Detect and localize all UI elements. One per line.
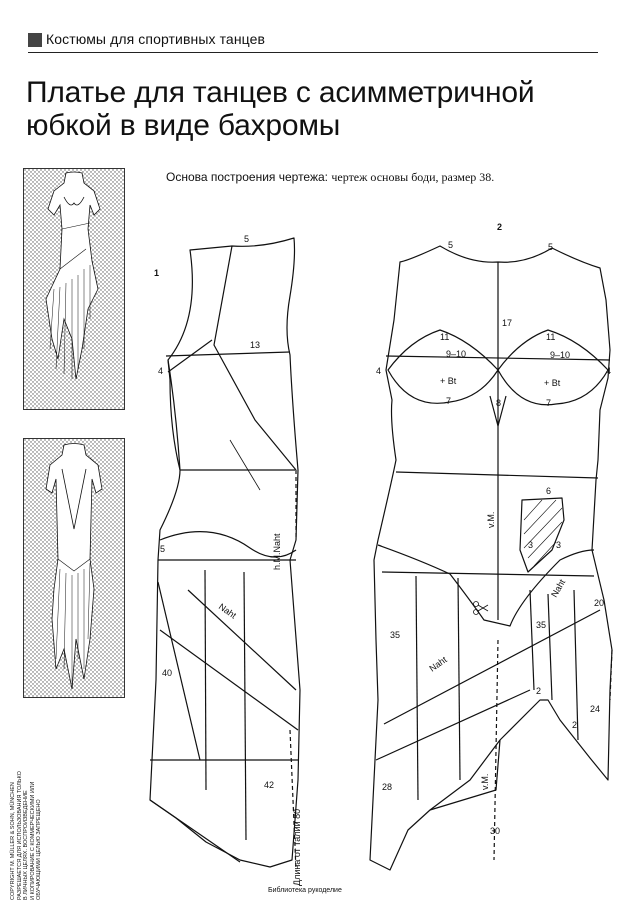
dress-illustration-1 bbox=[23, 168, 125, 410]
d2-label-vm-1: v.M. bbox=[486, 512, 496, 528]
d2-label-bt-left: + Bt bbox=[440, 376, 457, 386]
d2-label-8: 8 bbox=[496, 398, 501, 408]
scissors-icon bbox=[473, 601, 489, 615]
d2-label-28: 28 bbox=[382, 782, 392, 792]
title-line-2: юбкой в виде бахромы bbox=[26, 109, 341, 142]
d1-label-hip-5: 5 bbox=[160, 544, 165, 554]
d2-label-3b: 3 bbox=[556, 540, 561, 550]
d2-label-6: 6 bbox=[546, 486, 551, 496]
drawing1-number: 1 bbox=[154, 268, 159, 278]
d2-label-7-right: 7 bbox=[546, 398, 551, 408]
d1-label-13: 13 bbox=[250, 340, 260, 350]
d2-label-vm-2: v.M. bbox=[480, 774, 490, 790]
d2-label-24: 24 bbox=[590, 704, 600, 714]
header-square-icon bbox=[28, 33, 42, 47]
footer-text: Библиотека рукоделие bbox=[268, 887, 342, 894]
d2-label-naht-2: Naht bbox=[427, 654, 449, 673]
subtitle-label: Основа построения чертежа: bbox=[166, 170, 329, 184]
drawing2-number: 2 bbox=[497, 222, 502, 232]
d2-label-4-left: 4 bbox=[376, 366, 381, 376]
d2-label-17: 17 bbox=[502, 318, 512, 328]
d1-label-hmnaht: h.M.Naht bbox=[272, 533, 282, 570]
d2-label-2b: 2 bbox=[572, 720, 577, 730]
header-bar: Костюмы для спортивных танцев bbox=[28, 30, 598, 53]
d2-label-35-left: 35 bbox=[390, 630, 400, 640]
d2-label-20: 20 bbox=[594, 598, 604, 608]
d2-label-4-right: 4 bbox=[606, 366, 611, 376]
page-title: Платье для танцев с асимметричной юбкой … bbox=[26, 76, 535, 142]
d2-label-30: 30 bbox=[490, 826, 500, 836]
d1-label-waist: Длина от талии 80 bbox=[292, 809, 302, 886]
d2-label-7-left: 7 bbox=[446, 396, 451, 406]
d2-label-bt-right: + Bt bbox=[544, 378, 561, 388]
d1-label-4: 4 bbox=[158, 366, 163, 376]
d2-label-11-right: 11 bbox=[546, 332, 555, 342]
d2-label-2a: 2 bbox=[536, 686, 541, 696]
copyright-notice: COPYRIGHT M. MÜLLER & SOHN, MÜNCHEN РАЗР… bbox=[10, 760, 43, 900]
drawing1-outline bbox=[149, 237, 301, 868]
d1-label-5: 5 bbox=[244, 234, 249, 244]
d1-label-40: 40 bbox=[162, 668, 172, 678]
d2-label-5-left: 5 bbox=[448, 240, 453, 250]
d2-label-910-left: 9–10 bbox=[446, 349, 466, 359]
d2-label-3a: 3 bbox=[528, 540, 533, 550]
d2-label-5-right: 5 bbox=[548, 242, 553, 252]
d1-label-42: 42 bbox=[264, 780, 274, 790]
d2-label-11-left: 11 bbox=[440, 332, 449, 342]
drawing2-outline bbox=[369, 245, 613, 871]
d1-label-naht: Naht bbox=[217, 601, 239, 620]
subtitle-value: чертеж основы боди, размер 38. bbox=[331, 170, 495, 184]
copyright-line-5: ОБУЧАЮЩИМИ ЦЕЛЬЮ ЗАПРЕЩЕНО bbox=[36, 799, 42, 900]
d2-label-910-right: 9–10 bbox=[550, 350, 570, 360]
header-section: Костюмы для спортивных танцев bbox=[46, 31, 266, 47]
d2-label-35-mid: 35 bbox=[536, 620, 546, 630]
subtitle: Основа построения чертежа: чертеж основы… bbox=[166, 170, 494, 185]
d2-label-naht-1: Naht bbox=[549, 577, 567, 599]
dress-illustration-2 bbox=[23, 438, 125, 698]
title-line-1: Платье для танцев с асимметричной bbox=[26, 76, 535, 109]
